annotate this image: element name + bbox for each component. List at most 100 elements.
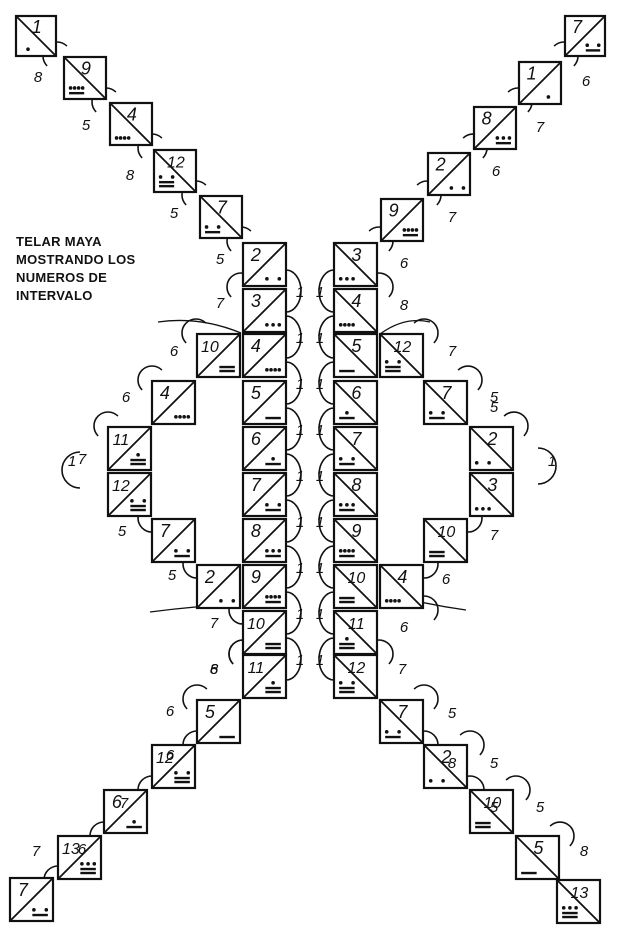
interval-arc (505, 775, 531, 801)
interval-label: 8 (448, 755, 457, 772)
cell-number: 10 (347, 570, 365, 587)
glyph-dot (136, 453, 140, 457)
glyph-dot (271, 323, 275, 327)
loom-cell: 11 (106, 425, 153, 472)
glyph-bar (339, 554, 355, 558)
loom-cell: 5 (195, 698, 242, 745)
loom-cell: 4 (378, 563, 425, 610)
interval-label: 7 (490, 527, 499, 544)
glyph-dot (338, 457, 343, 461)
glyph-bar (265, 686, 281, 690)
cell-number: 7 (160, 521, 171, 541)
interval-label: 1 (316, 284, 324, 301)
glyph-bar (265, 462, 281, 466)
cell-number: 7 (251, 475, 262, 495)
glyph-dot (393, 599, 397, 603)
loom-cell: 9 (62, 55, 108, 101)
loom-cell: 3 (468, 471, 515, 518)
glyph-dot (269, 368, 273, 372)
interval-label: 5 (118, 523, 127, 540)
cell-number: 3 (487, 475, 497, 495)
cell-number: 10 (437, 524, 455, 541)
cell-number: 1 (527, 64, 537, 84)
loom-cell: 11 (241, 653, 288, 700)
glyph-bar (265, 600, 281, 604)
interval-label: 7 (216, 295, 225, 312)
cell-number: 8 (482, 109, 492, 129)
title-line: TELAR MAYA (16, 234, 102, 249)
loom-cell: 9 (379, 197, 425, 243)
cell-number: 7 (18, 880, 29, 900)
interval-label: 5 (490, 799, 499, 816)
loom-cell: 10 (195, 332, 242, 379)
glyph-bar (429, 550, 445, 554)
cell-number: 4 (397, 567, 407, 587)
cell-number: 5 (205, 702, 216, 722)
interval-label: 6 (582, 73, 591, 90)
interval-label: 1 (316, 514, 324, 531)
loom-cell: 7 (8, 876, 55, 923)
glyph-dot (474, 507, 479, 511)
loom-cell: 7 (150, 517, 197, 564)
interval-label: 1 (296, 284, 304, 301)
glyph-dot (277, 503, 282, 507)
loom-cell: 7 (422, 379, 469, 426)
glyph-dot (345, 637, 349, 641)
loom-cell: 2 (468, 425, 515, 472)
interval-arc (61, 451, 81, 489)
interval-label: 6 (166, 747, 175, 764)
interval-label: 1 (316, 376, 324, 393)
interval-label: 5 (82, 117, 91, 134)
glyph-bar (339, 596, 355, 600)
cell-number: 12 (112, 478, 130, 495)
center-bulb-left (285, 315, 302, 359)
glyph-dot (345, 277, 349, 281)
cell-number: 7 (397, 702, 408, 722)
glyph-bar (562, 915, 578, 919)
cell-number: 10 (201, 339, 219, 356)
glyph-dot (338, 277, 343, 281)
glyph-bar (69, 91, 85, 95)
center-bulb-right (318, 453, 335, 497)
interval-label: 8 (126, 167, 135, 184)
cell-number: 11 (113, 432, 130, 449)
glyph-dot (277, 323, 282, 327)
title-line: MOSTRANDO LOS (16, 252, 136, 267)
interval-label: 5 (536, 799, 545, 816)
glyph-dot (351, 503, 355, 507)
interval-label: 1 (296, 468, 304, 485)
glyph-dot (441, 779, 445, 783)
interval-label: 1 (316, 468, 324, 485)
glyph-bar (475, 825, 491, 829)
center-bulb-left (285, 269, 302, 313)
glyph-dot (345, 411, 349, 415)
center-bulb-right (318, 315, 335, 359)
interval-label: 5 (490, 755, 499, 772)
glyph-dot (277, 277, 282, 281)
glyph-dot (343, 323, 347, 327)
title-line: NUMEROS DE (16, 270, 108, 285)
glyph-bar (80, 867, 96, 871)
cell-number: 7 (351, 429, 362, 449)
glyph-dot (182, 415, 186, 419)
center-bulb-left (285, 545, 302, 589)
glyph-dot (574, 906, 578, 910)
interval-label: 7 (448, 343, 457, 360)
interval-label: 1 (296, 330, 304, 347)
glyph-dot (495, 136, 500, 140)
glyph-bar (339, 690, 355, 694)
glyph-dot (561, 906, 566, 910)
glyph-dot (397, 599, 401, 603)
glyph-dot (389, 599, 393, 603)
center-bulb-right (318, 591, 335, 635)
glyph-bar (339, 369, 355, 373)
loom-cell: 8 (241, 517, 288, 564)
cell-number: 9 (351, 521, 361, 541)
loom-cell: 6 (102, 788, 149, 835)
cell-number: 13 (570, 885, 588, 902)
cell-number: 4 (160, 383, 170, 403)
loom-cell: 9 (241, 563, 288, 610)
cell-number: 3 (351, 245, 361, 265)
glyph-bar (562, 911, 578, 915)
